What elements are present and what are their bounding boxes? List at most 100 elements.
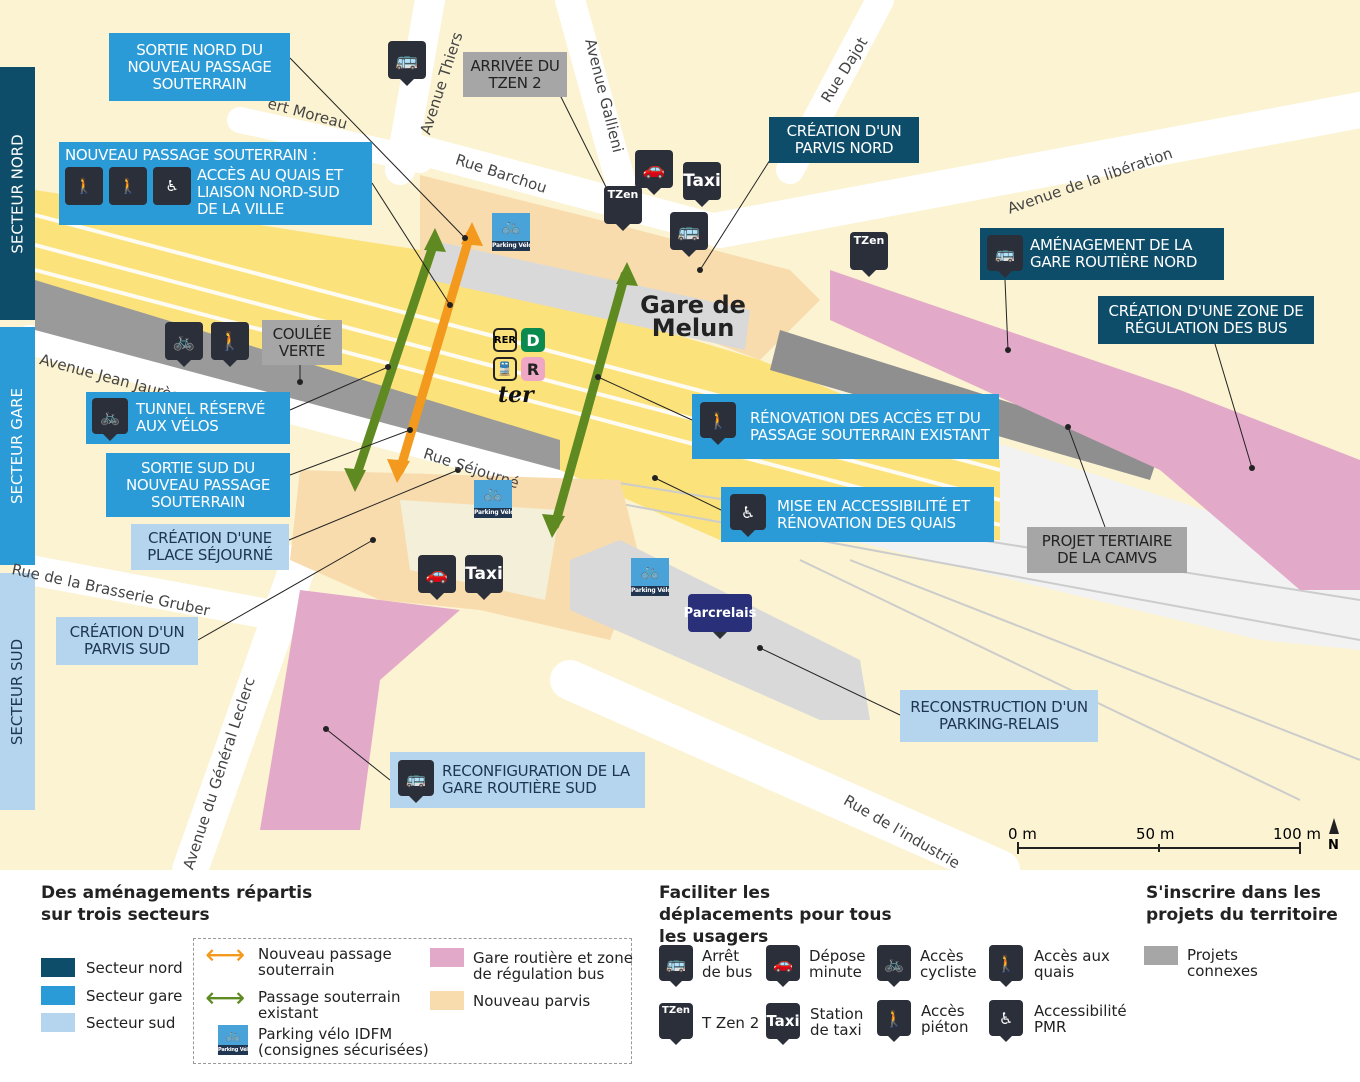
label-arrivee-tzen: ARRIVÉE DU TZEN 2 bbox=[463, 52, 567, 97]
legend-territory: S'inscrire dans les projets du territoir… bbox=[1146, 882, 1346, 926]
drop-off-icon: 🚗 bbox=[418, 555, 456, 600]
sector-nord-bar: SECTEUR NORD bbox=[0, 67, 35, 320]
platform-access-icon: 🚶 bbox=[109, 167, 147, 205]
drop-off-icon: 🚗 bbox=[635, 150, 673, 195]
label-zone-regulation: CRÉATION D'UNE ZONE DE RÉGULATION DES BU… bbox=[1098, 296, 1314, 344]
sector-gare-bar: SECTEUR GARE bbox=[0, 327, 35, 565]
parking-velo-caption: Parking Vélos bbox=[631, 586, 669, 596]
label-nouveau-passage: NOUVEAU PASSAGE SOUTERRAIN : 🚶 🚶 ♿ ACCÈS… bbox=[59, 142, 372, 225]
legend-mobility: Faciliter les déplacements pour tous les… bbox=[659, 882, 909, 948]
label-gare-routiere-sud: RECONFIGURATION DE LA GARE ROUTIÈRE SUD bbox=[390, 752, 645, 808]
sector-sud-label: SECTEUR SUD bbox=[8, 638, 27, 745]
bus-stop-icon: 🚌 bbox=[659, 945, 693, 987]
label-renovation-acces: RÉNOVATION DES ACCÈS ET DU PASSAGE SOUTE… bbox=[692, 394, 999, 459]
bus-icon: 🚌 bbox=[398, 760, 434, 803]
tzen-icon: TZen bbox=[604, 186, 642, 231]
scale-50: 50 m bbox=[1136, 825, 1175, 843]
pedestrian-icon: 🚶 bbox=[65, 167, 103, 205]
scale-bar bbox=[1017, 842, 1301, 854]
wheelchair-icon: ♿ bbox=[730, 494, 766, 537]
legend-box bbox=[193, 938, 632, 1064]
label-parvis-sud: CRÉATION D'UN PARVIS SUD bbox=[56, 617, 198, 665]
green-arrow-icon: ⟷ bbox=[205, 981, 246, 1014]
map[interactable]: SECTEUR NORD SECTEUR GARE SECTEUR SUD er… bbox=[0, 0, 1360, 890]
bus-stop-icon: 🚌 bbox=[388, 41, 426, 86]
bicycle-icon: 🚲 bbox=[877, 945, 911, 987]
parcrelais-logo: Parcrelais bbox=[684, 594, 756, 639]
station-name: Gare de Melun bbox=[628, 293, 758, 342]
legend-tzen: T Zen 2 bbox=[702, 1014, 760, 1032]
legend-pmr: Accessibilité PMR bbox=[1034, 1002, 1127, 1036]
swatch-gare bbox=[41, 986, 75, 1005]
legend-sectors: Des aménagements répartis sur trois sect… bbox=[41, 882, 341, 926]
legend-bus: Arrêt de bus bbox=[702, 947, 753, 981]
legend-existing-passage: Passage souterrain existant bbox=[258, 988, 401, 1022]
label-accessibilite-quais: MISE EN ACCESSIBILITÉ ET RÉNOVATION DES … bbox=[721, 487, 994, 542]
label-nouveau-passage-title: NOUVEAU PASSAGE SOUTERRAIN : bbox=[65, 146, 317, 164]
label-sortie-nord: SORTIE NORD DU NOUVEAU PASSAGE SOUTERRAI… bbox=[109, 33, 290, 101]
scale-0: 0 m bbox=[1008, 825, 1037, 843]
legend-parking-velo: Parking vélo IDFM (consignes sécurisées) bbox=[258, 1025, 429, 1059]
swatch-nord bbox=[41, 958, 75, 977]
pedestrian-icon: 🚶 bbox=[211, 322, 249, 367]
parking-velo-caption: Parking Vélos bbox=[492, 241, 530, 251]
label-parking-relais: RECONSTRUCTION D'UN PARKING-RELAIS bbox=[900, 690, 1098, 742]
parking-velo-caption: Parking Vélos bbox=[474, 508, 512, 518]
taxi-icon: Taxi bbox=[683, 162, 721, 207]
parking-velo-icon: 🚲 Parking Vélos bbox=[492, 213, 530, 251]
wheelchair-icon: ♿ bbox=[989, 1000, 1023, 1042]
pedestrian-icon: 🚶 bbox=[877, 1000, 911, 1042]
bicycle-shelter-glyph: 🚲 bbox=[640, 562, 660, 580]
transilien-r-icon: R bbox=[521, 357, 545, 381]
wheelchair-icon: ♿ bbox=[153, 167, 191, 205]
legend-gare-routiere: Gare routière et zone de régulation bus bbox=[473, 949, 633, 983]
taxi-icon: Taxi bbox=[465, 555, 503, 600]
station-name-line2: Melun bbox=[651, 314, 735, 342]
legend-nord: Secteur nord bbox=[86, 959, 183, 977]
label-parvis-nord: CRÉATION D'UN PARVIS NORD bbox=[769, 117, 919, 163]
taxi-icon: Taxi bbox=[766, 1003, 800, 1045]
legend-sectors-title: Des aménagements répartis sur trois sect… bbox=[41, 883, 313, 925]
bicycle-icon: 🚲 bbox=[92, 398, 128, 441]
swatch-sud bbox=[41, 1013, 75, 1032]
legend-cyclist: Accès cycliste bbox=[920, 947, 977, 981]
orange-arrow-icon: ⟷ bbox=[205, 938, 246, 971]
legend-taxi: Station de taxi bbox=[810, 1005, 864, 1039]
legend-mobility-title: Faciliter les déplacements pour tous les… bbox=[659, 883, 892, 947]
bicycle-shelter-glyph: 🚲 bbox=[483, 484, 503, 502]
parking-velo-icon: 🚲 Parking Vélos bbox=[474, 480, 512, 518]
legend-sud: Secteur sud bbox=[86, 1014, 176, 1032]
scale-100: 100 m bbox=[1273, 825, 1322, 843]
parking-velo-caption: Parking Vélos bbox=[218, 1045, 248, 1055]
sector-sud-bar: SECTEUR SUD bbox=[0, 573, 35, 810]
bus-icon: 🚌 bbox=[987, 235, 1023, 278]
tzen-icon: TZen bbox=[659, 1003, 693, 1045]
platform-access-icon: 🚶 bbox=[700, 402, 736, 445]
parking-velo-icon: 🚲 Parking Vélos bbox=[631, 558, 669, 596]
legend-platform: Accès aux quais bbox=[1034, 947, 1110, 981]
train-icon: 🚆 bbox=[493, 357, 517, 381]
drop-off-icon: 🚗 bbox=[766, 945, 800, 987]
bicycle-shelter-glyph: 🚲 bbox=[501, 217, 521, 235]
sector-gare-label: SECTEUR GARE bbox=[8, 387, 27, 505]
label-place-sejourne: CRÉATION D'UNE PLACE SÉJOURNÉ bbox=[131, 524, 289, 570]
sector-nord-label: SECTEUR NORD bbox=[8, 133, 27, 254]
legend-gare: Secteur gare bbox=[86, 987, 183, 1005]
north-label: N bbox=[1328, 838, 1339, 853]
legend-projets-connexes: Projets connexes bbox=[1187, 946, 1258, 980]
label-projet-tertiaire: PROJET TERTIAIRE DE LA CAMVS bbox=[1027, 527, 1187, 573]
parking-velo-icon: 🚲 Parking Vélos bbox=[218, 1025, 248, 1055]
legend-pedestrian: Accès piéton bbox=[921, 1002, 969, 1036]
bicycle-icon: 🚲 bbox=[165, 322, 203, 367]
bicycle-shelter-glyph: 🚲 bbox=[225, 1028, 241, 1042]
rer-icon: RER bbox=[493, 328, 517, 352]
legend-new-passage: Nouveau passage souterrain bbox=[258, 945, 392, 979]
ter-logo: ter bbox=[498, 382, 534, 408]
legend-drop-off: Dépose minute bbox=[809, 947, 866, 981]
legend-parvis: Nouveau parvis bbox=[473, 992, 591, 1010]
tzen-icon: TZen bbox=[850, 232, 888, 277]
label-sortie-sud: SORTIE SUD DU NOUVEAU PASSAGE SOUTERRAIN bbox=[106, 453, 290, 517]
bus-stop-icon: 🚌 bbox=[670, 212, 708, 257]
swatch-pink bbox=[430, 948, 464, 967]
swatch-gray bbox=[1144, 946, 1178, 965]
